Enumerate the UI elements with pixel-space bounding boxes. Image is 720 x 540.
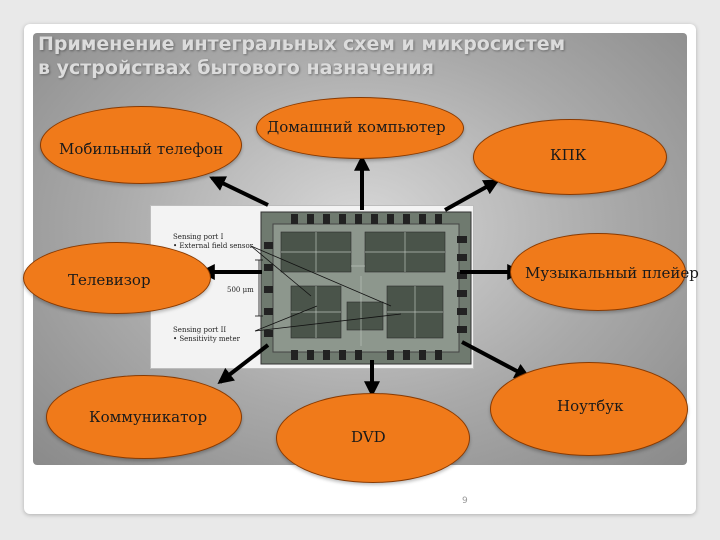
chip-micrograph-drawing: Sensing port I • External field sensor 5… — [173, 211, 472, 365]
arrow-to-communicator — [217, 343, 270, 384]
label-sensing-port-1: Sensing port I — [173, 233, 224, 241]
node-music-player-label: Музыкальный плейер — [525, 264, 699, 282]
label-scale: 500 μm — [227, 286, 254, 294]
bond-pads-right — [457, 236, 467, 333]
node-pda-label: КПК — [550, 146, 587, 164]
node-communicator: Коммуникатор — [46, 375, 242, 459]
arrow-to-laptop — [461, 340, 531, 379]
slide-title-line-2: в устройствах бытового назначения — [38, 57, 434, 79]
node-tv-label: Телевизор — [68, 271, 151, 289]
arrow-to-mobile-phone — [209, 176, 269, 207]
bond-pads-bottom — [291, 350, 442, 360]
node-laptop-label: Ноутбук — [557, 397, 624, 415]
circuit-traces — [281, 232, 445, 346]
bond-pads-left — [264, 242, 273, 337]
slide-title: Применение интегральных схем и микросист… — [38, 32, 678, 80]
node-communicator-label: Коммуникатор — [89, 408, 208, 426]
node-mobile-phone-label: Мобильный телефон — [59, 140, 224, 158]
page-number: 9 — [462, 496, 468, 506]
bond-pads-top — [291, 214, 442, 224]
label-external-field-sensor: • External field sensor — [173, 242, 254, 250]
callout-lines — [250, 245, 402, 332]
label-sensitivity-meter: • Sensitivity meter — [173, 335, 241, 343]
node-mobile-phone: Мобильный телефон — [40, 106, 242, 184]
node-music-player: Музыкальный плейер — [510, 233, 699, 311]
node-laptop: Ноутбук — [490, 362, 688, 456]
node-dvd: DVD — [276, 393, 470, 483]
label-sensing-port-2: Sensing port II — [173, 326, 226, 334]
node-home-computer-label: Домашний компьютер — [267, 118, 446, 136]
scale-bar — [255, 259, 263, 317]
node-home-computer: Домашний компьютер — [256, 97, 464, 159]
arrow-to-pda — [444, 179, 500, 212]
node-pda: КПК — [473, 119, 667, 195]
slide-title-line-1: Применение интегральных схем и микросист… — [38, 33, 566, 55]
node-tv: Телевизор — [23, 242, 211, 314]
node-dvd-label: DVD — [351, 428, 386, 446]
